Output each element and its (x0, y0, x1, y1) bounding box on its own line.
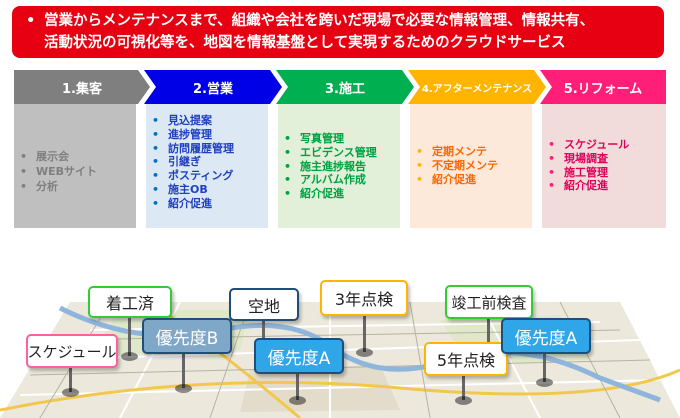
tag-three-year: 3年点検 (320, 280, 408, 316)
step-3-item: 紹介促進 (284, 187, 400, 201)
tag-shunkou: 竣工前検査 (445, 285, 533, 319)
step-1-item: WEBサイト (20, 164, 136, 179)
step-4-chevron: 4.アフターメンテナンス (408, 70, 546, 104)
step-5-chevron: 5.リフォーム (540, 70, 666, 104)
step-1-item: 分析 (20, 179, 136, 194)
step-4-item: 不定期メンテ (416, 159, 532, 173)
step-5-item: 現場調査 (548, 152, 666, 166)
step-4-item: 紹介促進 (416, 173, 532, 187)
pin-chakkou (121, 316, 138, 361)
banner-line-1: 営業からメンテナンスまで、組織や会社を跨いだ現場で必要な情報管理、情報共有、 (44, 13, 595, 29)
tag-akichi: 空地 (229, 288, 299, 321)
banner-bullet: • (26, 13, 36, 29)
step-3-item: エビデンス管理 (284, 146, 400, 160)
step-2-item: 見込提案 (152, 114, 268, 128)
step-4-label: 4.アフターメンテナンス (421, 83, 533, 95)
step-4-details: 定期メンテ 不定期メンテ 紹介促進 (410, 104, 532, 228)
step-3-label: 3.施工 (325, 81, 365, 97)
step-2-details: 見込提案 進捗管理 訪問履歴管理 引継ぎ ポスティング 施主OB 紹介促進 (146, 104, 268, 228)
step-1-details: 展示会 WEBサイト 分析 (14, 104, 136, 228)
step-1-label: 1.集客 (62, 81, 102, 97)
step-5-label: 5.リフォーム (563, 81, 643, 97)
step-1-chevron: 1.集客 (14, 70, 150, 104)
step-3-chevron: 3.施工 (276, 70, 414, 104)
step-3-item: 写真管理 (284, 132, 400, 146)
tag-priority-b: 優先度B (142, 318, 232, 354)
step-1-item: 展示会 (20, 149, 136, 164)
step-4-item: 定期メンテ (416, 145, 532, 159)
step-2-item: ポスティング (152, 169, 268, 183)
pin-priority-a-center (289, 372, 306, 405)
step-2-item: 進捗管理 (152, 128, 268, 142)
step-2-chevron: 2.営業 (144, 70, 282, 104)
process-steps: 1.集客 2.営業 3.施工 4.アフターメンテナンス 5.リフォーム (14, 70, 666, 104)
step-3-details: 写真管理 エビデンス管理 施主進捗報告 アルバム作成 紹介促進 (278, 104, 400, 228)
banner-line-2: 活動状況の可視化等を、地図を情報基盤として実現するためのクラウドサービス (44, 35, 566, 51)
step-3-item: 施主進捗報告 (284, 160, 400, 174)
pin-three-year (356, 314, 373, 357)
tag-five-year: 5年点検 (424, 342, 508, 376)
pin-priority-b (175, 352, 192, 393)
step-5-item: スケジュール (548, 138, 666, 152)
tag-priority-a-right: 優先度A (501, 318, 591, 354)
tag-chakkou: 着工済 (88, 286, 172, 318)
step-2-label: 2.営業 (193, 81, 233, 97)
step-2-item: 訪問履歴管理 (152, 142, 268, 156)
pin-five-year (455, 374, 472, 405)
step-5-details: スケジュール 現場調査 施工管理 紹介促進 (542, 104, 666, 228)
pin-schedule (62, 368, 79, 397)
headline-banner: • 営業からメンテナンスまで、組織や会社を跨いだ現場で必要な情報管理、情報共有、… (12, 6, 664, 58)
step-5-item: 紹介促進 (548, 179, 666, 193)
step-2-item: 引継ぎ (152, 155, 268, 169)
step-2-item: 施主OB (152, 183, 268, 197)
tag-schedule: スケジュール (26, 334, 118, 368)
tag-priority-a-center: 優先度A (254, 338, 344, 374)
step-3-item: アルバム作成 (284, 173, 400, 187)
step-2-item: 紹介促進 (152, 197, 268, 211)
pin-priority-a-right (536, 354, 553, 387)
step-5-item: 施工管理 (548, 166, 666, 180)
